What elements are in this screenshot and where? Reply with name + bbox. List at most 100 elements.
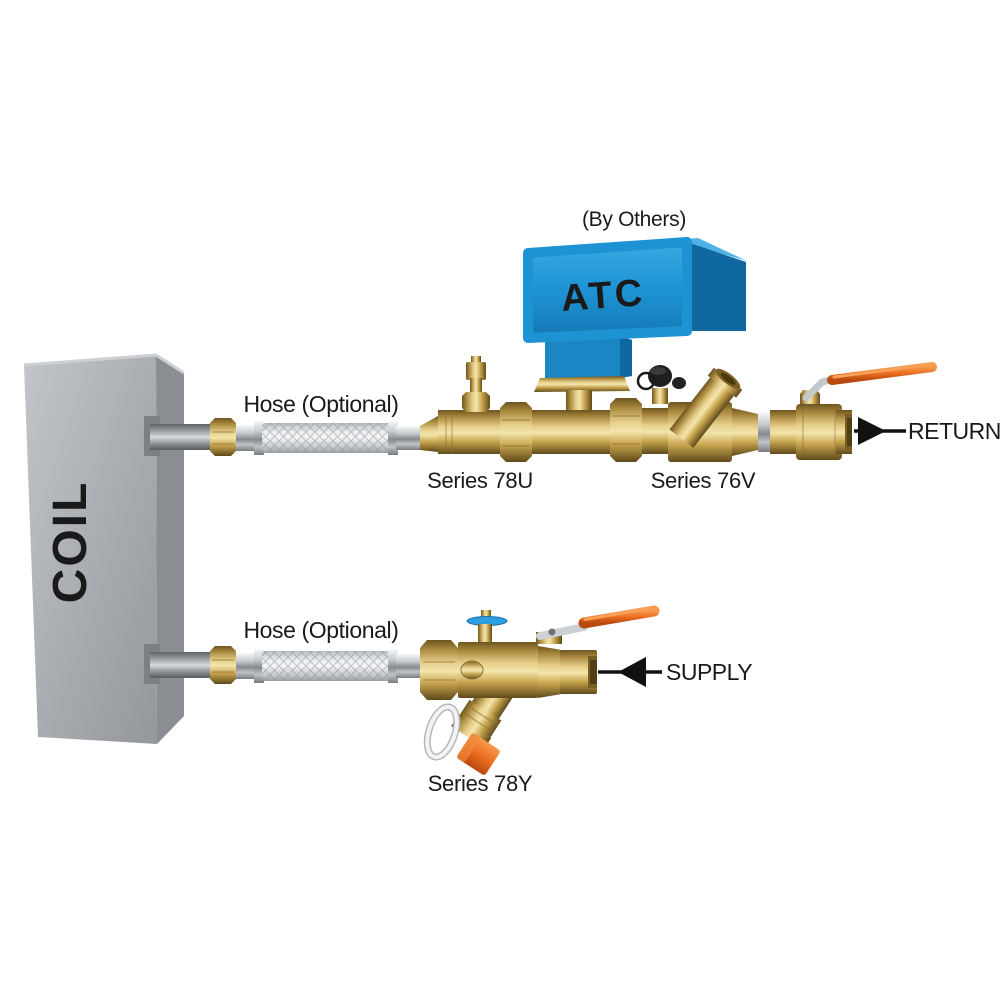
atc-stem: [545, 336, 632, 380]
outlet-cone: [538, 646, 562, 698]
return-arrow: [854, 417, 906, 445]
series-78u-label: Series 78U: [427, 468, 533, 493]
vent-tip: [481, 610, 491, 620]
atc-label: ATC: [560, 272, 647, 320]
chrome-ring: [758, 412, 770, 452]
vent-cap: [466, 362, 486, 380]
flex-hose-upper: [210, 418, 420, 456]
return-label: RETURN: [908, 418, 1000, 444]
outlet-cylinder: [770, 410, 796, 454]
handle-lever-chrome: [536, 623, 588, 640]
ball-valve-body: [796, 404, 842, 460]
outlet-bore-inner: [847, 418, 852, 446]
inlet-cylinder: [642, 408, 668, 454]
supply-arrowhead-icon: [618, 657, 646, 687]
atc-mount-neck: [566, 390, 592, 412]
hose-collar-right: [388, 649, 398, 683]
hose-chrome-fitting: [236, 425, 258, 451]
handle-grip-highlight: [832, 363, 932, 379]
handle-nut: [548, 628, 556, 636]
series-78y-valve: [420, 605, 660, 775]
union-nut: [420, 640, 458, 700]
vent-stem: [470, 378, 482, 394]
pt-cap-wire-loop: [636, 371, 656, 391]
supply-arrow: [598, 657, 662, 687]
valve-body-inlet: [438, 410, 500, 454]
supply-label: SUPPLY: [666, 659, 752, 685]
union-facets: [502, 419, 530, 447]
y-branch: [669, 367, 743, 448]
air-vent-upper: [462, 356, 490, 412]
body-bands: [802, 406, 836, 458]
vent-stem: [478, 624, 492, 644]
pt-port-stem: [652, 388, 668, 404]
nut-facet-lines: [212, 431, 234, 445]
drain-cap-highlight: [457, 733, 480, 762]
handle-grip-highlight: [583, 606, 654, 621]
coil-unit: COIL: [23, 353, 185, 744]
air-vent-lower: [466, 610, 508, 644]
wire-loop-core: [425, 704, 459, 760]
union-nut-right: [610, 398, 642, 462]
hose-collar-right: [388, 421, 398, 455]
handle-grip-orange: [827, 362, 937, 385]
valve-main-body: [458, 642, 538, 698]
hose-label-lower: Hose (Optional): [243, 617, 398, 643]
pt-test-port: [636, 365, 686, 404]
coil-box-front-face: [24, 355, 157, 744]
outlet-cone: [732, 408, 758, 456]
inlet-taper: [420, 416, 438, 452]
hose-chrome-tube: [396, 654, 420, 678]
coil-supply-stub-pipe: [150, 652, 214, 678]
pt-cap-highlight: [650, 367, 666, 375]
vent-tip: [471, 356, 481, 364]
atc-box-top-face: [530, 238, 747, 261]
hose-braid-weave: [262, 423, 390, 453]
y-branch-bore-inner: [720, 372, 736, 385]
body-front-boss: [460, 660, 484, 680]
hose-collar-left: [254, 421, 264, 455]
series-76v-label: Series 76V: [651, 468, 756, 493]
atc-box-front-face: [523, 237, 692, 343]
atc-stem-side: [620, 336, 632, 378]
drain-wire-loop: [423, 703, 461, 761]
hose-collar-left: [254, 649, 264, 683]
supply-ball-valve-handle: [536, 605, 660, 640]
strainer-drain-cap: [457, 733, 500, 775]
valve-body-center: [532, 410, 610, 454]
handle-grip-orange: [578, 605, 660, 629]
series-78u-valve: [420, 356, 642, 462]
atc-actuator: ATC: [523, 237, 747, 412]
atc-box-side-face: [687, 242, 746, 331]
hose-braid-weave: [262, 651, 390, 681]
coil-box-side-face: [156, 355, 184, 744]
hose-label-upper: Hose (Optional): [243, 391, 398, 417]
coil-box-top-edge: [23, 353, 185, 375]
union-nut-left: [500, 402, 532, 462]
y-branch-ring: [707, 367, 743, 398]
outlet-tube: [560, 650, 597, 694]
nut-facet-lines: [212, 659, 234, 673]
strainer-hex-facets: [461, 704, 499, 733]
body-ridges: [445, 410, 453, 454]
coil-label: COIL: [44, 481, 97, 604]
outlet-bore-inner: [590, 660, 597, 684]
series-76v-valve: [636, 365, 796, 462]
hose-brass-nut: [210, 646, 236, 684]
return-ball-valve-handle: [802, 362, 937, 402]
atc-mount-flange: [534, 376, 630, 392]
by-others-label: (By Others): [582, 208, 686, 231]
hose-chrome-tube: [396, 426, 420, 450]
union-facets: [423, 661, 455, 681]
return-ball-valve: [796, 362, 937, 460]
hose-brass-nut: [210, 418, 236, 456]
y-branch-tube: [669, 372, 738, 448]
coil-return-stub-pipe: [150, 424, 214, 450]
flex-hose-lower: [210, 646, 420, 684]
series-78y-label: Series 78Y: [428, 771, 533, 796]
return-arrowhead-icon: [858, 417, 886, 445]
strainer-hex: [458, 699, 502, 738]
vent-hex-base: [462, 392, 490, 412]
